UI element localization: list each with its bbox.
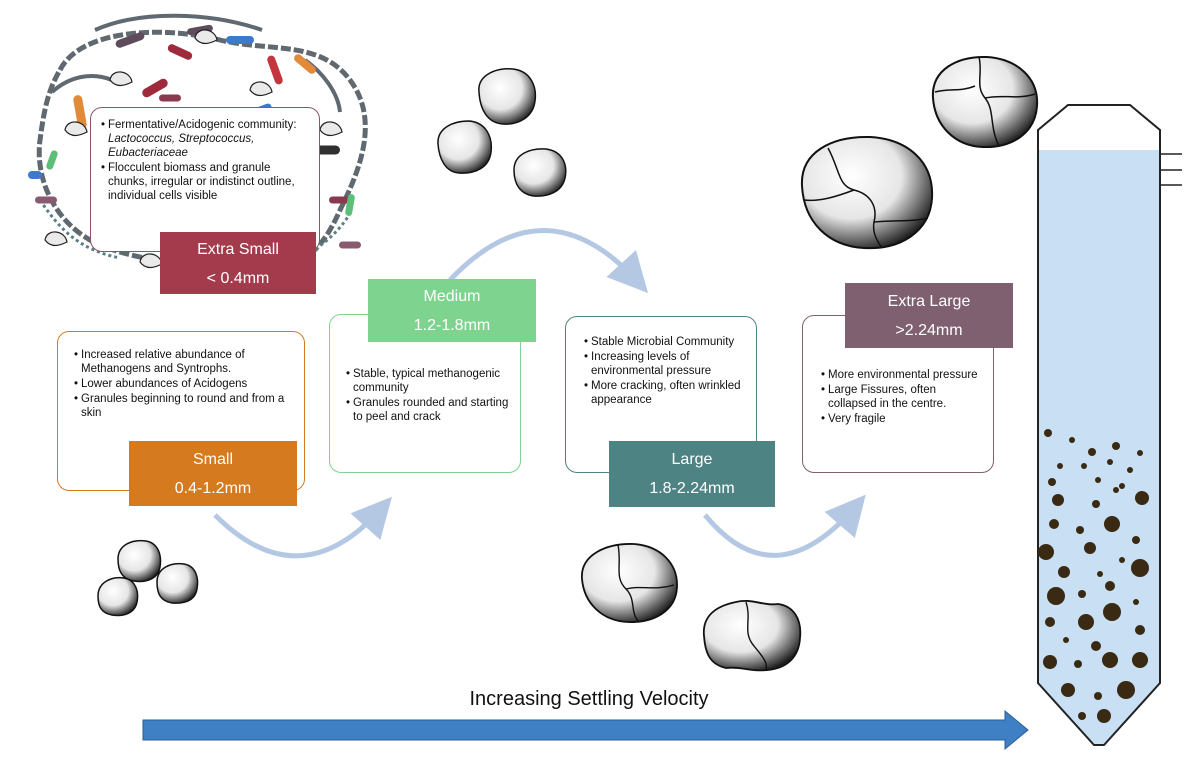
granule-icon [800,135,934,250]
bullet-item: Stable, typical methanogenic community [346,367,512,395]
flow-arrow-medium-to-large [448,228,649,294]
extra-small-description-box: Fermentative/Acidogenic community: Lacto… [90,107,320,252]
stage-name: Extra Small [197,241,279,258]
bullet-item: More environmental pressure [821,368,985,382]
stage-size: >2.24mm [895,322,963,339]
flow-arrows [213,228,866,559]
stage-name: Medium [423,288,481,305]
granule-icon [117,539,162,583]
stage-name: Extra Large [887,293,971,310]
reactor-liquid [1038,150,1160,745]
medium-label: Medium 1.2-1.8mm [368,279,536,342]
stage-name: Large [671,451,713,468]
bullet-item: Stable Microbial Community [584,335,748,349]
granule-icon [97,576,139,617]
small-label: Small 0.4-1.2mm [129,441,297,506]
granule-icon [703,600,802,672]
bullet-item: Lower abundances of Acidogens [74,377,296,391]
bullet-item: Fermentative/Acidogenic community: Lacto… [101,118,311,160]
flow-arrow-large-to-xlarge [703,494,866,558]
stage-size: < 0.4mm [206,270,270,287]
reactor-outlet-pipes [1160,153,1182,186]
bullet-item: Granules rounded and starting to peel an… [346,396,512,424]
stage-size: 1.2-1.8mm [413,317,491,334]
bullet-item: Increasing levels of environmental press… [584,350,748,378]
extra-large-label: Extra Large >2.24mm [845,283,1013,348]
reactor-granules [1038,429,1149,723]
granule-icon [478,67,537,125]
granule-icon [931,55,1039,149]
extra-small-label: Extra Small < 0.4mm [160,232,316,294]
bullet-item: Flocculent biomass and granule chunks, i… [101,161,311,203]
granule-icon [581,543,678,623]
bullet-item: Increased relative abundance of Methanog… [74,348,296,376]
bullet-item: Very fragile [821,412,985,426]
granule-icon [513,148,567,197]
bullet-item: Granules beginning to round and from a s… [74,392,296,420]
reactor-outline [1037,104,1161,746]
bullet-item: More cracking, often wrinkled appearance [584,379,748,407]
stage-size: 0.4-1.2mm [174,480,252,497]
large-label: Large 1.8-2.24mm [609,441,775,507]
stage-name: Small [192,451,233,468]
flow-arrow-small-to-medium [213,496,392,559]
granules [97,55,1039,672]
velocity-arrow [142,709,1029,751]
stage-size: 1.8-2.24mm [649,480,735,497]
bullet-item: Large Fissures, often collapsed in the c… [821,383,985,411]
velocity-caption: Increasing Settling Velocity [469,688,709,710]
granule-icon [437,120,493,174]
granule-icon [156,562,199,604]
reactor-column-icon [1037,104,1182,746]
